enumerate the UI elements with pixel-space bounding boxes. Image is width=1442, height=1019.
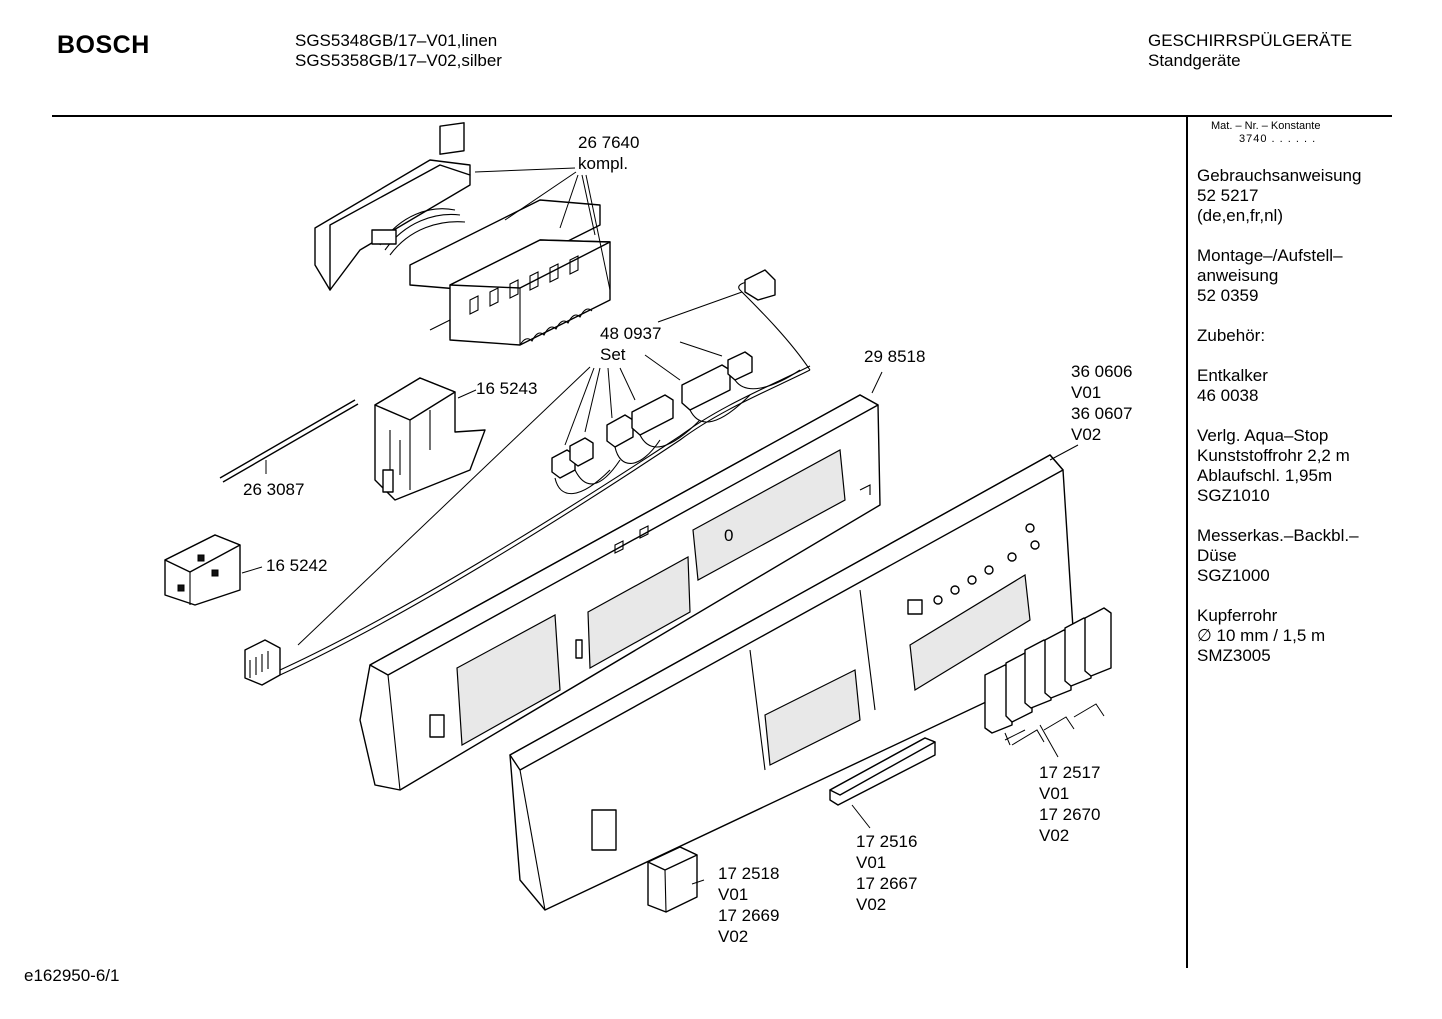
model-line-2: SGS5358GB/17–V02,silber [295, 51, 502, 70]
switch-housing-drawing [374, 377, 486, 501]
frame-marking: 0 [724, 526, 734, 545]
pcb-module-drawing [314, 122, 611, 346]
sidebar-block-accessories: Zubehör: [1197, 326, 1266, 345]
label-push-rod: 26 3087 [243, 480, 305, 499]
konstante-value: 3740 . . . . . . [1239, 133, 1317, 145]
drawing-number: e162950-6/1 [24, 966, 120, 985]
sidebar-divider [1186, 116, 1188, 968]
main-button-drawing [647, 846, 698, 913]
model-line-1: SGS5348GB/17–V01,linen [295, 31, 498, 50]
program-buttons-drawing [984, 607, 1112, 734]
category-title: GESCHIRRSPÜLGERÄTE [1148, 31, 1353, 50]
category-subtitle: Standgeräte [1148, 51, 1241, 70]
sidebar-block-install: Montage–/Aufstell– anweisung 52 0359 [1197, 246, 1343, 305]
brand-logo: BOSCH [57, 31, 150, 59]
cable-set-drawing [551, 351, 801, 495]
mat-nr-label: Mat. – Nr. – Konstante [1211, 120, 1321, 132]
sidebar-block-aquastop: Verlg. Aqua–Stop Kunststoffrohr 2,2 m Ab… [1197, 426, 1350, 505]
wiring-harness-drawing [279, 369, 811, 676]
accessories-sidebar: Mat. – Nr. – Konstante 3740 . . . . . . … [1197, 120, 1387, 666]
leader-lines [241, 167, 1105, 885]
label-main-switch: 16 5242 [266, 556, 328, 575]
label-switch-housing: 16 5243 [476, 379, 538, 398]
sidebar-block-cutlery: Messerkas.–Backbl.– Düse SGZ1000 [1197, 526, 1359, 585]
push-rod-drawing [219, 399, 356, 479]
handle-strip-drawing [829, 737, 936, 806]
panel-frame-drawing [359, 394, 881, 791]
main-switch-drawing [164, 534, 241, 606]
sidebar-block-copper-pipe: Kupferrohr ∅ 10 mm / 1,5 m SMZ3005 [1197, 606, 1326, 665]
sidebar-block-descaler: Entkalker 46 0038 [1197, 366, 1268, 405]
cable-connector-drawing [244, 639, 281, 686]
label-panel-frame: 29 8518 [864, 347, 926, 366]
sidebar-block-manual: Gebrauchsanweisung 52 5217 (de,en,fr,nl) [1197, 166, 1362, 225]
header-divider [52, 115, 1392, 117]
